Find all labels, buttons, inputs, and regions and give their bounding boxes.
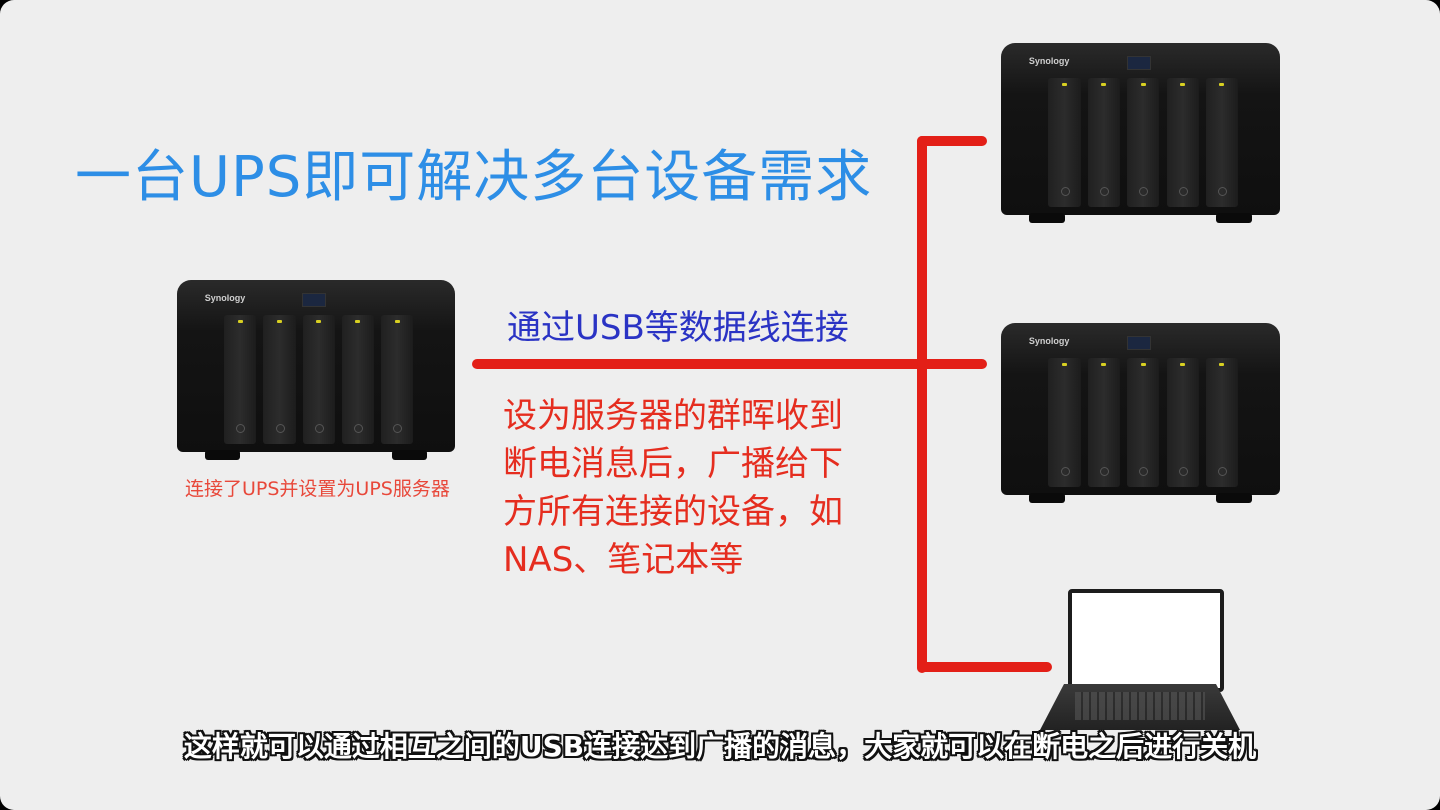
- drive-bay: [1087, 77, 1121, 207]
- drive-bay: [302, 314, 335, 444]
- description-line: 设为服务器的群晖收到: [503, 396, 843, 436]
- drive-bay: [1166, 77, 1199, 207]
- slide-title: 一台UPS即可解决多台设备需求: [75, 145, 873, 210]
- server-nas: Synology: [177, 280, 455, 462]
- drive-bay: [263, 314, 296, 444]
- nas-status-display: [1126, 335, 1151, 351]
- description-line: 断电消息后，广播给下: [503, 444, 843, 484]
- server-caption: 连接了UPS并设置为UPS服务器: [185, 478, 450, 500]
- drive-bay: [1048, 77, 1081, 207]
- client-nas-top: Synology: [1001, 43, 1280, 225]
- drive-bay: [1205, 357, 1239, 487]
- drive-bay: [1166, 357, 1199, 487]
- drive-bay: [381, 314, 414, 444]
- drive-bay: [341, 314, 375, 444]
- drive-bay: [1127, 77, 1160, 207]
- nas-drive-bays: [224, 314, 414, 444]
- nas-feet: [1028, 213, 1253, 225]
- nas-brand-logo: Synology: [1028, 335, 1070, 346]
- connection-label: 通过USB等数据线连接: [507, 308, 849, 348]
- drive-bay: [1048, 357, 1081, 487]
- nas-status-display: [302, 292, 327, 308]
- drive-bay: [1087, 357, 1121, 487]
- description-line: NAS、笔记本等: [503, 540, 744, 580]
- nas-feet: [204, 450, 428, 462]
- wire-main-horizontal: [472, 359, 925, 369]
- nas-status-display: [1126, 55, 1151, 71]
- nas-drive-bays: [1048, 77, 1239, 207]
- nas-drive-bays: [1048, 357, 1239, 487]
- wire-vertical-trunk: [917, 136, 927, 673]
- drive-bay: [1127, 357, 1160, 487]
- laptop-screen: [1068, 589, 1224, 692]
- laptop-keys: [1075, 692, 1205, 720]
- client-nas-middle: Synology: [1001, 323, 1280, 505]
- nas-brand-logo: Synology: [1028, 55, 1070, 66]
- description-line: 方所有连接的设备，如: [503, 492, 843, 532]
- drive-bay: [1205, 77, 1239, 207]
- nas-feet: [1028, 493, 1253, 505]
- nas-brand-logo: Synology: [204, 292, 246, 303]
- wire-branch-bottom: [917, 662, 1052, 672]
- broadcast-description: 设为服务器的群晖收到 断电消息后，广播给下 方所有连接的设备，如 NAS、笔记本…: [503, 392, 873, 584]
- wire-branch-top: [917, 136, 987, 146]
- drive-bay: [224, 314, 257, 444]
- video-subtitle: 这样就可以通过相互之间的USB连接达到广播的消息，大家就可以在断电之后进行关机: [183, 730, 1257, 763]
- wire-branch-middle: [917, 359, 987, 369]
